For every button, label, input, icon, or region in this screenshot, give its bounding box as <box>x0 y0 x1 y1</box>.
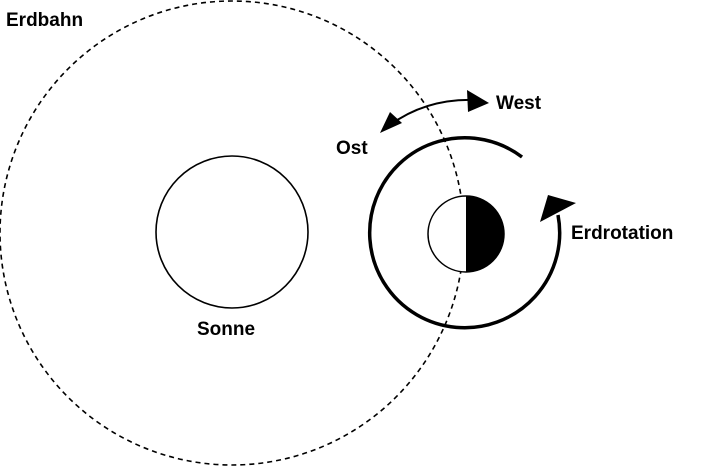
sun-label: Sonne <box>197 319 256 340</box>
west-label: West <box>496 93 542 114</box>
east-label: Ost <box>336 138 368 159</box>
earth-night-side <box>466 196 504 272</box>
rotation-arrowhead <box>540 195 576 222</box>
rotation-arc <box>367 136 562 330</box>
orbit-label: Erdbahn <box>6 10 84 31</box>
sun <box>155 155 309 309</box>
east-west-arc <box>389 98 477 126</box>
rotation-label: Erdrotation <box>571 223 674 244</box>
east-arrowhead <box>380 112 402 133</box>
west-arrowhead <box>467 90 489 112</box>
